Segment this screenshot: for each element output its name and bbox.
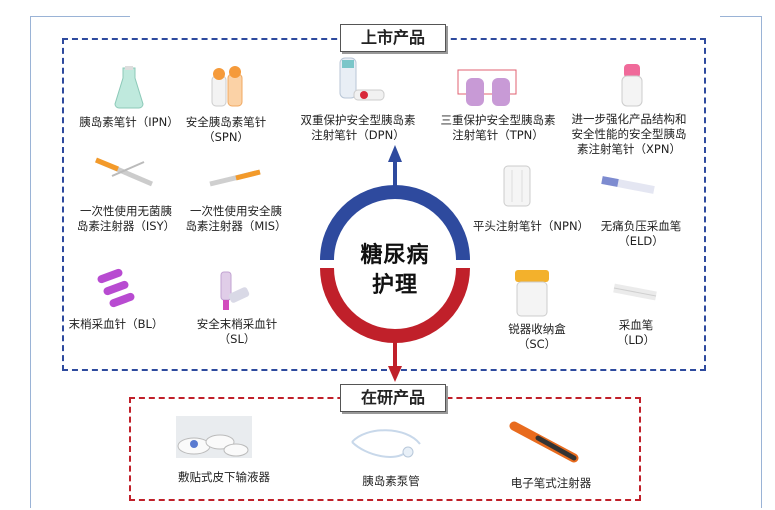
infusion-set-product-image xyxy=(176,416,252,458)
center-title-line1: 糖尿病 xyxy=(360,243,430,268)
spn-label: 安全胰岛素笔针 （SPN） xyxy=(185,115,267,144)
eld-product-image xyxy=(601,176,655,194)
sc-product-image xyxy=(515,270,549,317)
pipeline-products-title: 在研产品 xyxy=(340,384,446,412)
xpn-product-image xyxy=(621,64,643,107)
sl-label: 安全末梢采血针 （SL） xyxy=(196,317,278,346)
spn-product-image xyxy=(211,66,243,107)
electronic-pen-label: 电子笔式注射器 xyxy=(510,476,592,490)
sl-product-image xyxy=(220,271,250,310)
infusion-set-label: 敷贴式皮下输液器 xyxy=(178,470,270,484)
bl-label: 末梢采血针（BL） xyxy=(68,317,164,331)
npn-label: 平头注射笔针（NPN） xyxy=(472,219,590,233)
dpn-label: 双重保护安全型胰岛素 注射笔针（DPN） xyxy=(300,113,416,142)
tpn-product-image xyxy=(457,69,517,106)
eld-label: 无痛负压采血笔 （ELD） xyxy=(600,219,682,248)
isy-product-image xyxy=(95,157,153,187)
bl-product-image xyxy=(97,268,135,308)
ipn-label: 胰岛素笔针（IPN） xyxy=(79,115,179,129)
ld-product-image xyxy=(613,283,657,301)
ipn-product-image xyxy=(114,66,144,109)
dpn-product-image xyxy=(339,57,385,101)
insulin-pump-tube-product-image xyxy=(351,429,421,458)
mis-product-image xyxy=(209,169,261,187)
ld-label: 采血笔 （LD） xyxy=(616,318,656,347)
isy-label: 一次性使用无菌胰 岛素注射器（ISY） xyxy=(76,204,176,233)
outer-frame-right xyxy=(761,16,762,508)
outer-frame-left xyxy=(30,16,31,508)
xpn-label: 进一步强化产品结构和 安全性能的安全型胰岛 素注射笔针（XPN） xyxy=(571,112,687,156)
electronic-pen-product-image xyxy=(509,421,579,463)
center-title-line2: 护理 xyxy=(371,273,418,298)
mis-label: 一次性使用安全胰 岛素注射器（MIS） xyxy=(185,204,287,233)
marketed-products-title: 上市产品 xyxy=(340,24,446,52)
insulin-pump-tube-label: 胰岛素泵管 xyxy=(362,474,420,488)
outer-frame-top xyxy=(30,16,130,17)
tpn-label: 三重保护安全型胰岛素 注射笔针（TPN） xyxy=(440,113,556,142)
npn-product-image xyxy=(503,165,531,207)
outer-frame-top-right xyxy=(720,16,762,17)
sc-label: 锐器收纳盒 （SC） xyxy=(508,322,566,351)
